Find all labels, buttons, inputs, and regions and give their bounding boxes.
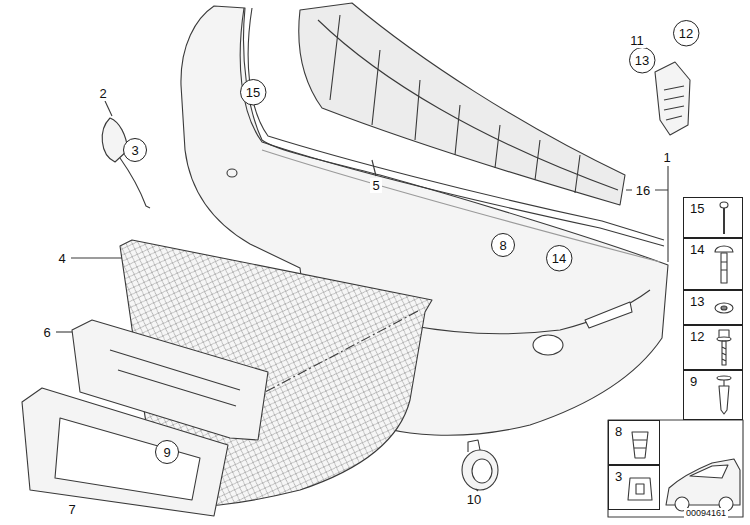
plate-recess <box>55 418 200 500</box>
leader-line <box>372 160 376 176</box>
index-cell: 3 <box>608 465 660 510</box>
callout-number: 13 <box>635 54 649 67</box>
rivet-head <box>715 246 733 252</box>
bracket-slots <box>110 350 240 406</box>
index-cell: 15 <box>683 197 743 238</box>
circle-ring <box>546 245 571 270</box>
clip-body <box>719 380 729 414</box>
callout-number: 16 <box>634 183 652 198</box>
bracket-ribs <box>664 86 684 120</box>
license-plate-base <box>22 388 228 516</box>
leader-line <box>667 166 668 262</box>
assembly-line <box>250 310 420 400</box>
callout-number: 3 <box>615 470 622 483</box>
push-pin <box>723 207 725 234</box>
callout-number: 8 <box>499 239 506 252</box>
cover-strap <box>120 158 150 208</box>
clip-head <box>717 376 731 380</box>
clip-nut <box>628 478 652 500</box>
callout-number: 9 <box>690 375 697 388</box>
circle-ring <box>240 79 265 104</box>
grommet <box>632 432 648 458</box>
circle-ring <box>492 234 515 257</box>
callout-circle: 14 <box>546 245 572 271</box>
push-pin-head <box>720 202 728 208</box>
side-slot <box>585 302 632 328</box>
leader-line <box>105 101 112 116</box>
index-cell: 9 <box>683 370 743 420</box>
callout-circle: 12 <box>673 20 699 46</box>
callout-number: 8 <box>615 425 622 438</box>
callout-number: 12 <box>690 330 704 343</box>
leader-line <box>56 331 72 332</box>
callout-number: 2 <box>97 86 108 101</box>
ring-tab <box>468 440 480 452</box>
callout-number: 13 <box>690 295 704 308</box>
callout-number: 11 <box>628 33 646 48</box>
circle-ring <box>124 139 147 162</box>
index-cell: 8 <box>608 420 660 465</box>
drawing-number: 00094161 <box>684 508 728 519</box>
parts-group <box>22 3 743 517</box>
callout-number: 4 <box>56 251 67 266</box>
rivet-shank <box>721 253 727 283</box>
carrier-ribs <box>330 15 580 193</box>
circle-ring <box>673 20 698 45</box>
callout-circle: 9 <box>155 440 179 464</box>
index-cell: 13 <box>683 290 743 325</box>
callout-number: 15 <box>246 86 260 99</box>
fog-ring-inner <box>472 459 492 483</box>
bolt-shank <box>722 341 726 365</box>
side-bracket <box>655 62 690 135</box>
callout-number: 5 <box>370 178 381 193</box>
bolt-flange <box>717 337 731 341</box>
fog-opening <box>533 335 563 355</box>
circle-ring <box>156 441 179 464</box>
callout-circle: 8 <box>491 233 515 257</box>
index-cell: 12 <box>683 325 743 370</box>
callout-number: 15 <box>690 202 704 215</box>
car-window <box>690 465 728 478</box>
callout-number: 10 <box>465 492 483 507</box>
callout-circle: 15 <box>240 79 266 105</box>
callout-circle: 13 <box>629 47 655 73</box>
washer-hole <box>721 306 727 310</box>
carrier <box>299 3 625 205</box>
leader-line <box>71 257 122 258</box>
washer <box>715 303 733 313</box>
callout-number: 3 <box>131 144 138 157</box>
callout-number: 12 <box>679 27 693 40</box>
callout-number: 9 <box>163 446 170 459</box>
callout-circle: 3 <box>123 138 147 162</box>
index-frame <box>608 420 743 517</box>
fog-ring <box>462 450 498 490</box>
callout-number: 14 <box>552 252 566 265</box>
callout-number: 1 <box>661 150 672 165</box>
callout-number: 6 <box>41 325 52 340</box>
washer-hole <box>227 169 237 177</box>
tow-hook-cover <box>102 118 128 162</box>
carrier-rib <box>318 20 618 190</box>
index-cell: 14 <box>683 238 743 290</box>
callout-number: 7 <box>66 502 77 517</box>
circle-ring <box>629 47 654 72</box>
callout-number: 14 <box>690 243 704 256</box>
